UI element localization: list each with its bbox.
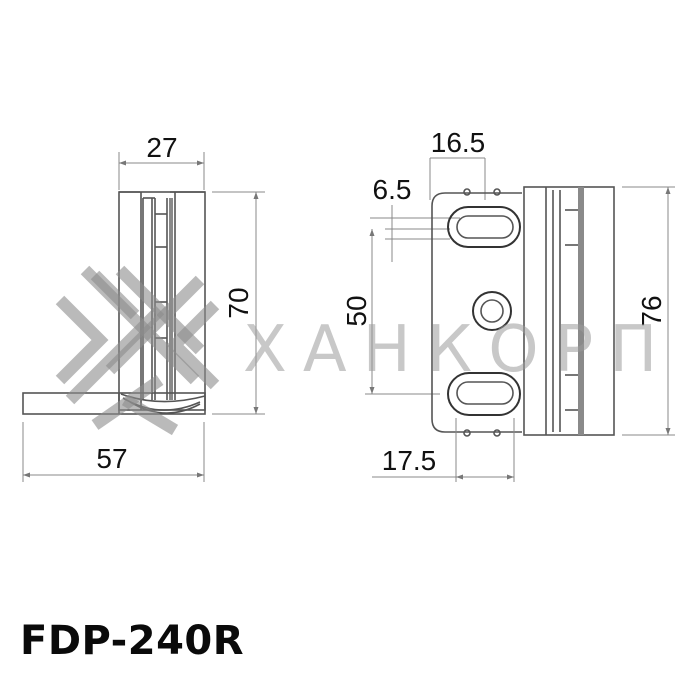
watermark-logo-icon [55, 265, 220, 436]
dimension-top-offset: 16.5 [429, 127, 486, 200]
dimension-label-16-5: 16.5 [431, 127, 486, 158]
center-hole [472, 291, 512, 331]
dimension-label-76: 76 [636, 295, 667, 326]
dimension-bottom-offset: 17.5 [372, 418, 515, 482]
dimension-label-50: 50 [341, 295, 372, 326]
dimension-slot-height: 6.5 [370, 174, 460, 262]
dimension-height: 70 [212, 191, 265, 415]
dimension-label-70: 70 [223, 287, 254, 318]
dimension-label-57: 57 [96, 443, 127, 474]
bottom-slot [447, 372, 521, 416]
dimension-slot-spacing: 50 [341, 229, 440, 395]
watermark-text: ХАНКОРП [243, 313, 673, 387]
front-view: 16.5 6.5 50 [341, 127, 675, 482]
front-mounting-plate [431, 188, 522, 437]
dimension-label-27: 27 [146, 132, 177, 163]
dimension-label-17-5: 17.5 [382, 445, 437, 476]
top-slot [447, 206, 521, 248]
front-clamp-body [523, 186, 615, 436]
dimension-total-height: 76 [622, 186, 675, 436]
model-code-label: FDP-240R [20, 618, 245, 664]
dimension-label-6-5: 6.5 [373, 174, 412, 205]
dimension-width-top: 27 [118, 132, 205, 190]
dimension-base-length: 57 [22, 422, 205, 482]
